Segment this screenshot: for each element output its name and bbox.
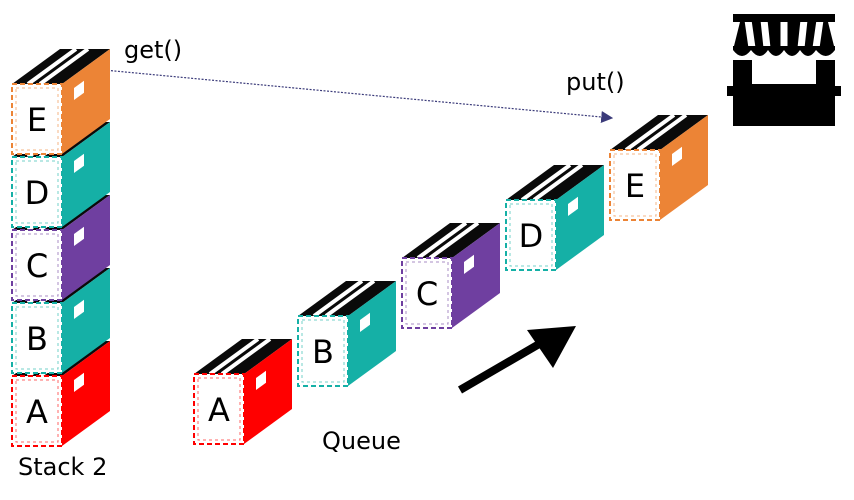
box-sticker bbox=[464, 254, 474, 274]
box-front bbox=[401, 257, 453, 329]
queue: E D C B A bbox=[193, 113, 708, 445]
box-sticker bbox=[74, 80, 84, 101]
box-side bbox=[660, 115, 708, 220]
box-letter: D bbox=[25, 174, 50, 212]
stack-label: Stack 2 bbox=[18, 453, 107, 481]
box-front bbox=[11, 302, 63, 374]
box-front bbox=[193, 373, 245, 445]
store-icon bbox=[727, 14, 841, 126]
box-sticker bbox=[360, 312, 370, 332]
box-sticker bbox=[74, 153, 84, 174]
box-letter: A bbox=[26, 393, 48, 431]
box-sticker bbox=[74, 372, 84, 393]
box-letter: E bbox=[27, 101, 47, 139]
put-label: put() bbox=[566, 68, 625, 96]
stack-box-e: E bbox=[11, 47, 110, 155]
queue-label: Queue bbox=[322, 427, 401, 455]
box-side bbox=[348, 281, 396, 386]
box-front bbox=[11, 375, 63, 447]
box-sticker bbox=[568, 196, 578, 216]
box-front bbox=[505, 199, 557, 271]
box-sticker bbox=[74, 226, 84, 247]
box-letter: A bbox=[208, 391, 230, 429]
arrow-icon bbox=[457, 326, 576, 394]
queue-box-d: D bbox=[505, 163, 604, 271]
queue-box-a: A bbox=[193, 337, 292, 445]
box-sticker bbox=[74, 299, 84, 320]
box-side bbox=[62, 268, 110, 373]
box-front bbox=[11, 229, 63, 301]
box-sticker bbox=[672, 146, 682, 166]
box-side bbox=[244, 339, 292, 444]
box-letter: B bbox=[26, 320, 48, 358]
queue-box-c: C bbox=[401, 221, 500, 329]
box-front bbox=[11, 156, 63, 228]
get-label: get() bbox=[124, 36, 182, 64]
stack-box-a: A bbox=[11, 339, 110, 447]
box-letter: B bbox=[312, 333, 334, 371]
queue-box-e: E bbox=[609, 113, 708, 221]
box-side bbox=[556, 165, 604, 270]
box-front bbox=[609, 149, 661, 221]
queue-box-b: B bbox=[297, 279, 396, 387]
box-side bbox=[62, 195, 110, 300]
get-put-connector bbox=[103, 69, 614, 123]
box-sticker bbox=[256, 370, 266, 391]
box-side bbox=[62, 49, 110, 154]
box-letter: C bbox=[416, 275, 438, 313]
box-side bbox=[452, 223, 500, 328]
box-letter: E bbox=[625, 167, 645, 205]
box-letter: D bbox=[519, 217, 544, 255]
box-front bbox=[11, 83, 63, 155]
box-side bbox=[62, 341, 110, 446]
box-front bbox=[297, 315, 349, 387]
box-letter: C bbox=[26, 247, 48, 285]
box-side bbox=[62, 122, 110, 227]
